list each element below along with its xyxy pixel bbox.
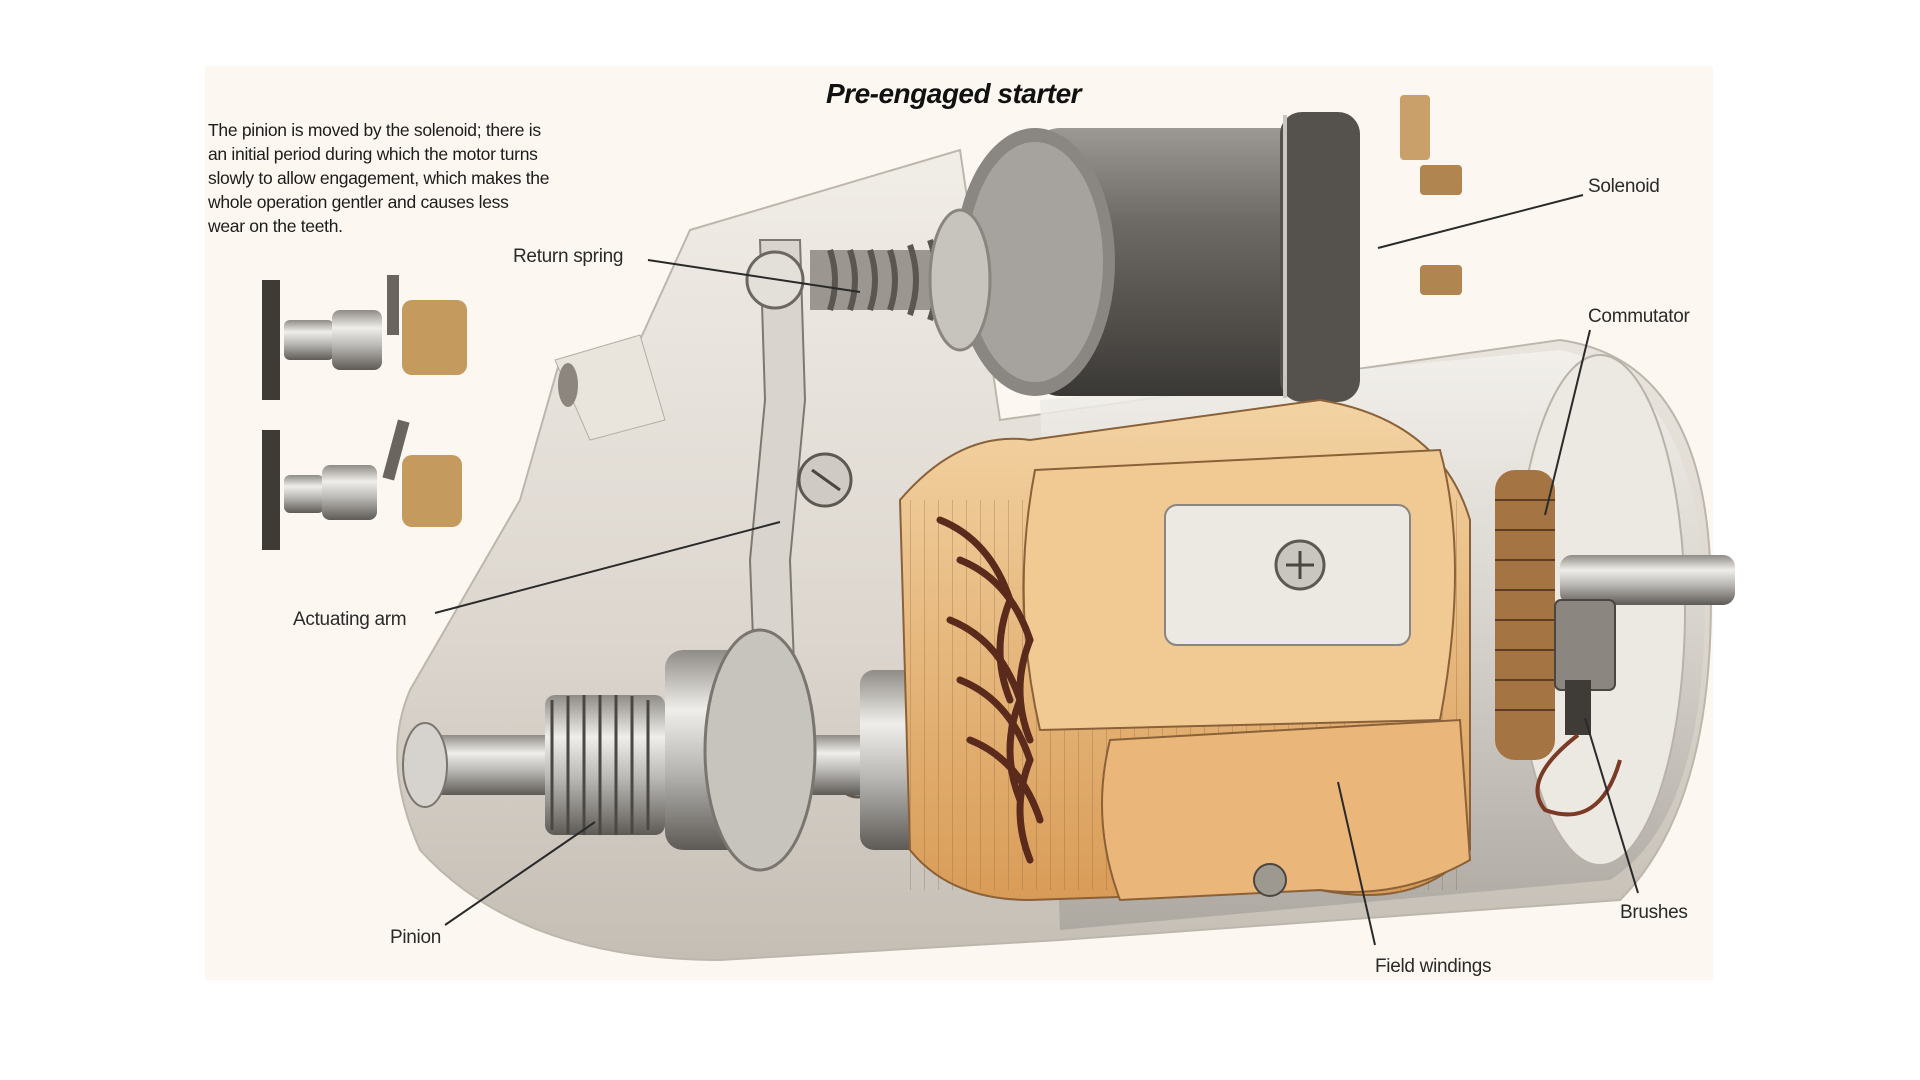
label-solenoid: Solenoid [1588, 176, 1660, 197]
label-actuating-arm: Actuating arm [293, 609, 407, 630]
description-line: The pinion is moved by the solenoid; the… [208, 120, 541, 140]
inset-engaged [262, 419, 462, 550]
field-windings [898, 398, 1472, 902]
leader-actuating-arm [434, 521, 781, 614]
armature-copper-wires [936, 516, 1044, 864]
description-line: wear on the teeth. [208, 216, 343, 236]
label-field-windings: Field windings [1375, 956, 1492, 977]
return-spring [810, 208, 992, 352]
description-line: slowly to allow engagement, which makes … [208, 168, 550, 188]
label-return-spring: Return spring [513, 246, 624, 267]
figure-title: Pre-engaged starter [826, 78, 1082, 109]
leader-return-spring [647, 259, 861, 293]
description-line: an initial period during which the motor… [208, 144, 538, 164]
leader-field-windings [1337, 781, 1376, 946]
figure-description: The pinion is moved by the solenoid; the… [208, 118, 658, 238]
description-line: whole operation gentler and causes less [208, 192, 509, 212]
leader-commutator [1544, 329, 1591, 516]
leader-brushes [1584, 717, 1639, 894]
leader-pinion [444, 821, 596, 926]
label-pinion: Pinion [390, 927, 442, 948]
inset-disengaged [262, 275, 467, 400]
solenoid-body [955, 95, 1462, 402]
leader-solenoid [1377, 194, 1584, 249]
label-brushes: Brushes [1620, 902, 1688, 923]
leader-lines [434, 194, 1639, 946]
commutator [1495, 470, 1735, 760]
label-commutator: Commutator [1588, 306, 1690, 327]
